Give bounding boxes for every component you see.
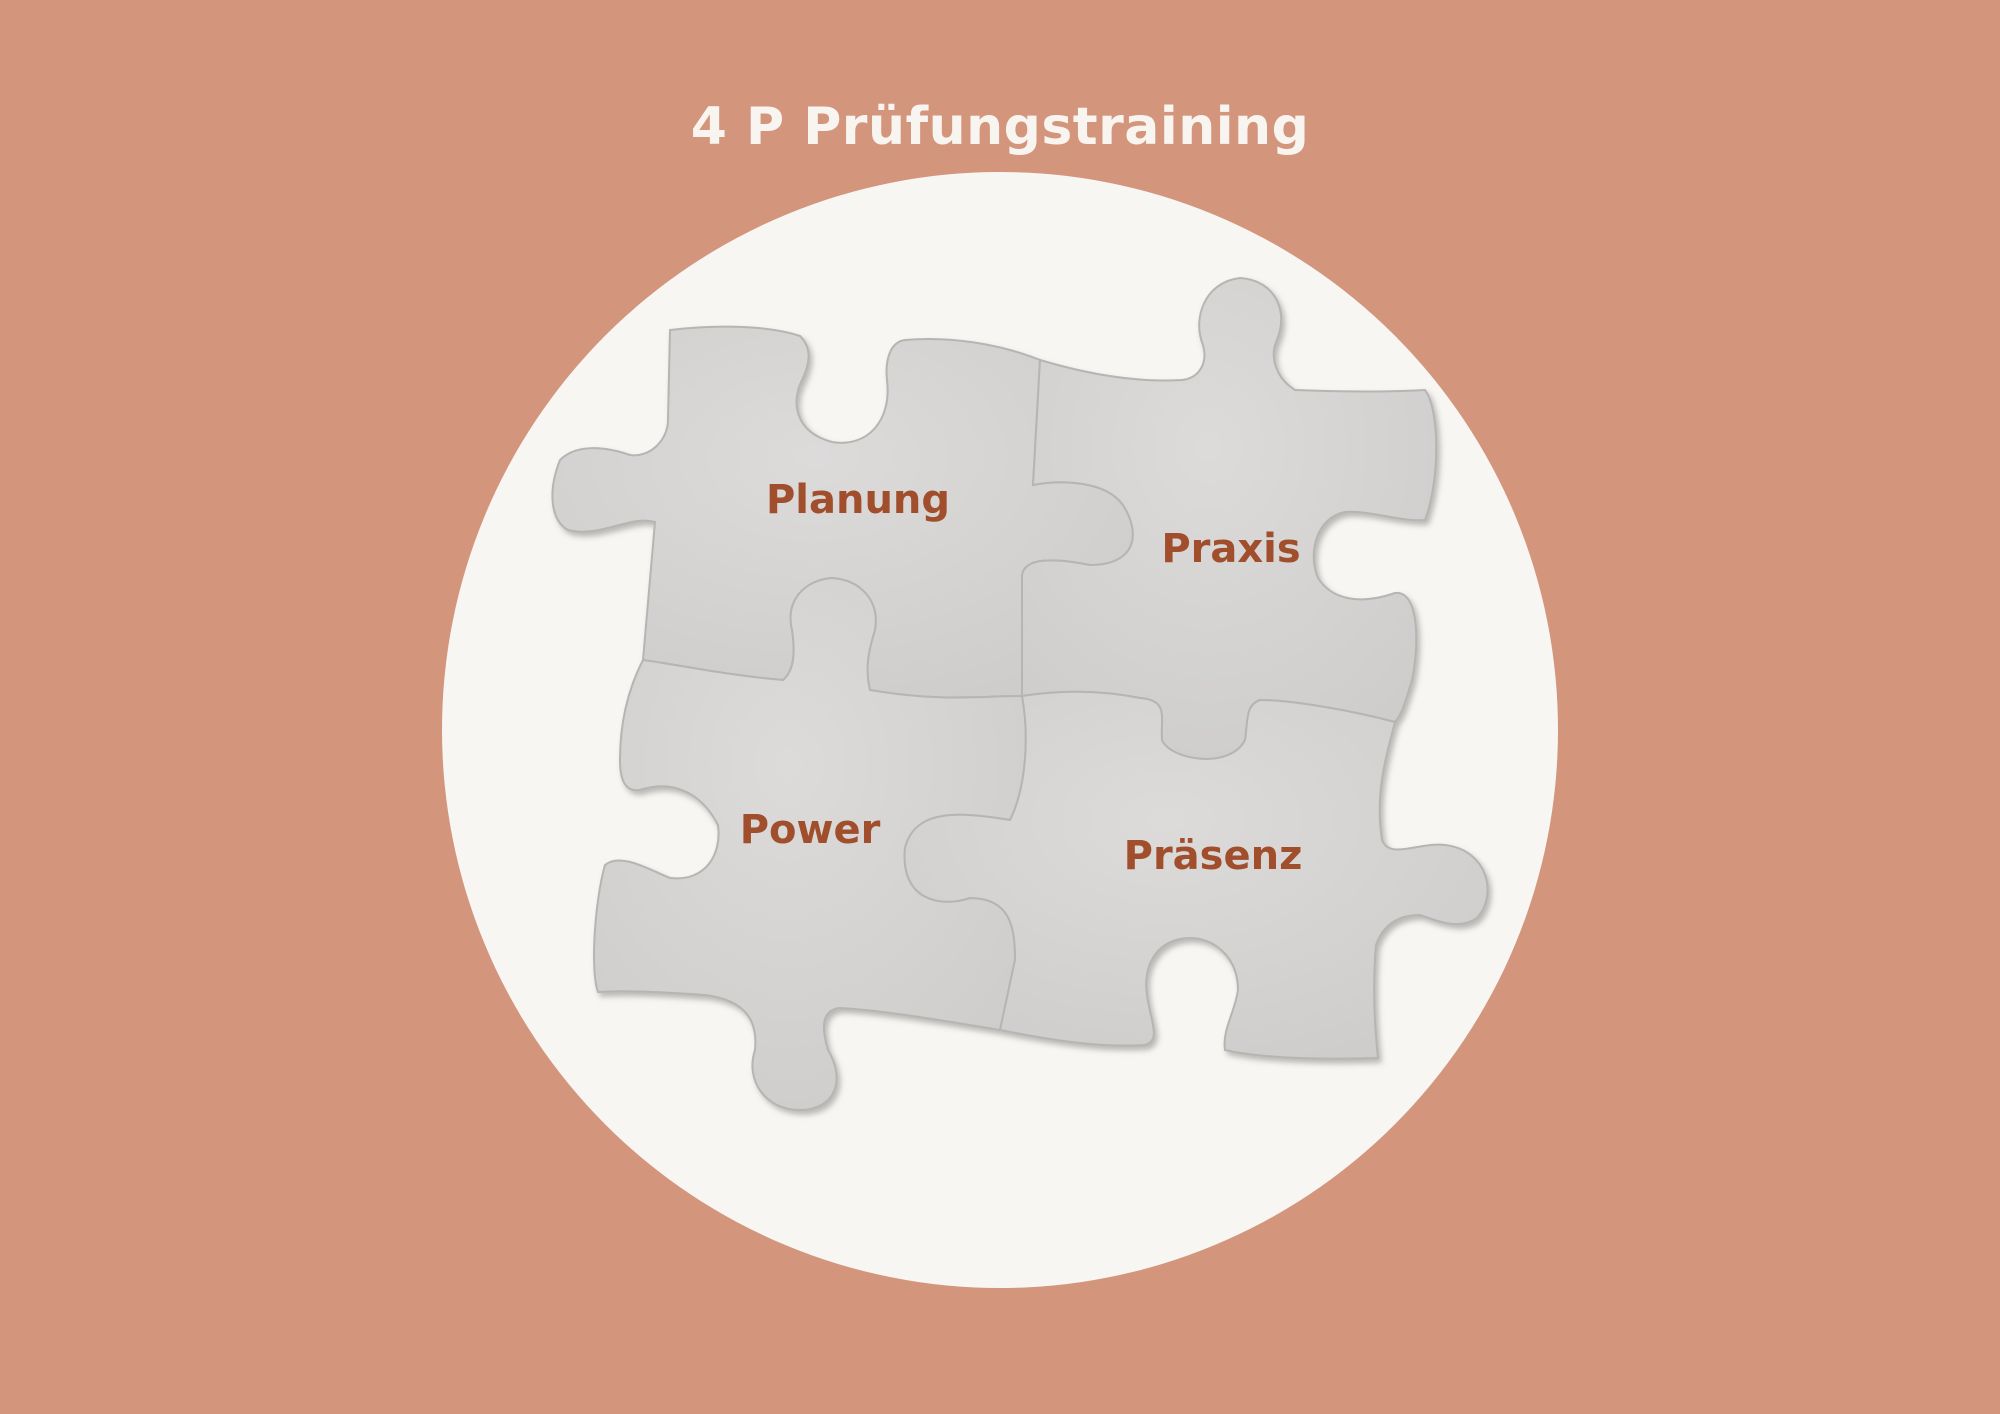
piece-label-praxis: Praxis <box>1161 525 1300 573</box>
piece-label-praesenz: Präsenz <box>1124 832 1303 880</box>
piece-label-power: Power <box>740 806 881 854</box>
piece-label-planung: Planung <box>766 476 950 524</box>
page-title: 4 P Prüfungstraining <box>0 92 2000 162</box>
puzzle-group <box>552 278 1487 1110</box>
